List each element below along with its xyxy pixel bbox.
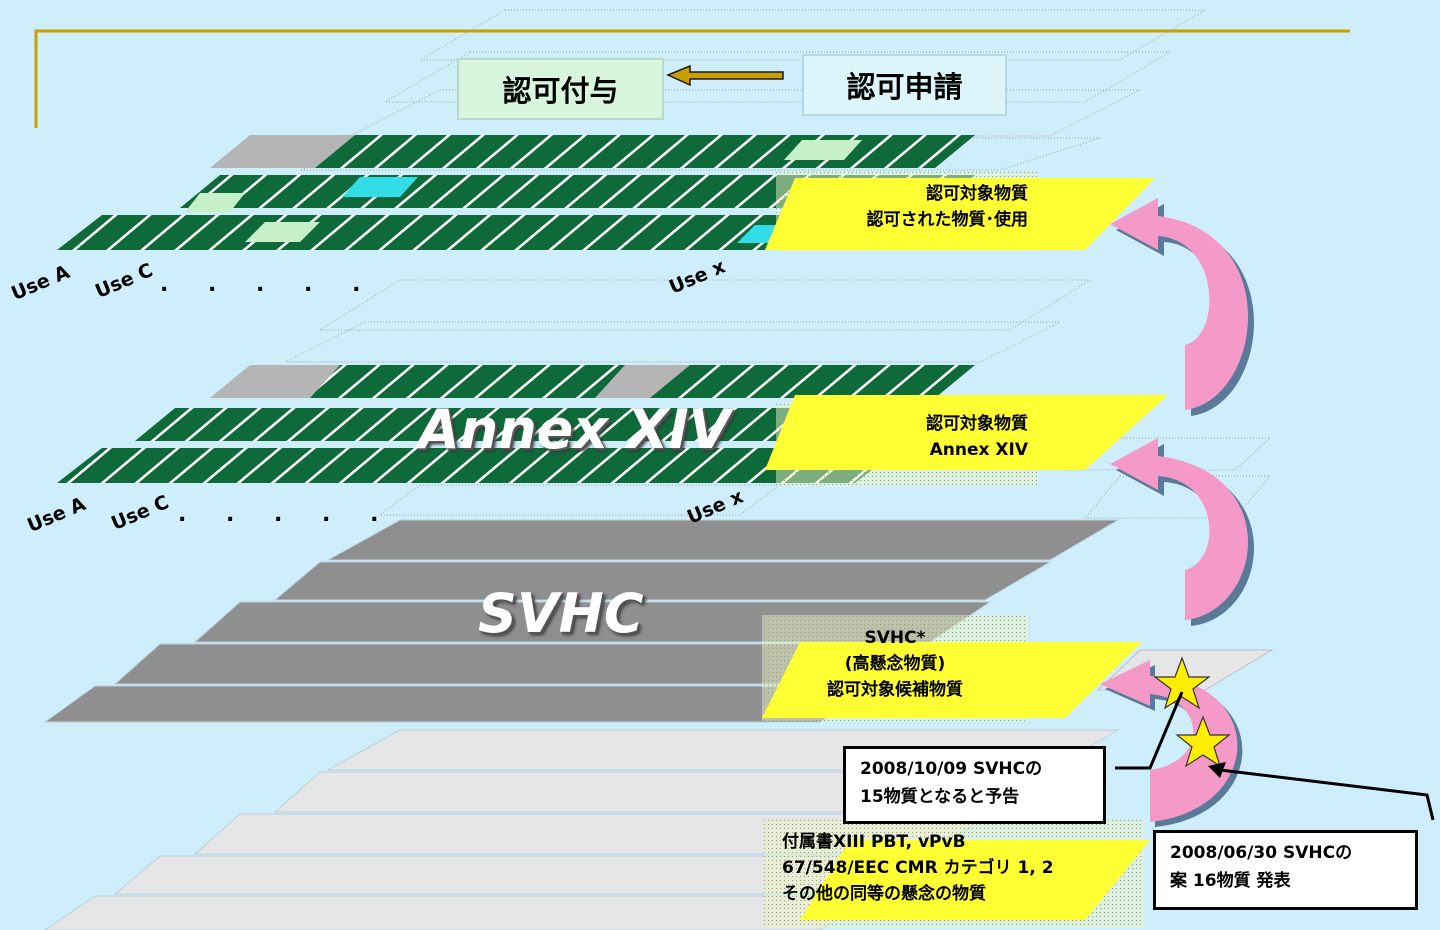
svhc-label-line3: 認可対象候補物質 bbox=[827, 680, 963, 700]
authorized-strips bbox=[57, 135, 975, 250]
authorized-label-line2: 認可された物質･使用 bbox=[866, 210, 1029, 230]
apply-box: 認可申請 bbox=[802, 54, 1007, 116]
note-2008-06-30: 2008/06/30 SVHCの 案 16物質 発表 bbox=[1153, 830, 1418, 910]
cycle-arrows bbox=[1100, 198, 1255, 827]
authorized-green-strip-1 bbox=[315, 135, 975, 168]
flow-arrow bbox=[666, 64, 784, 87]
note-2008-06-line2: 案 16物質 発表 bbox=[1170, 871, 1291, 891]
apply-label: 認可申請 bbox=[846, 70, 963, 104]
annex-label-line1: 認可対象物質 bbox=[926, 414, 1028, 434]
svhc-label: SVHC* (高懸念物質) 認可対象候補物質 bbox=[775, 625, 1015, 703]
authorized-label: 認可対象物質 認可された物質･使用 bbox=[867, 181, 1029, 233]
star-icon bbox=[1175, 715, 1231, 768]
annex-yellow-label bbox=[765, 395, 1168, 470]
note-2008-10-line1: 2008/10/09 SVHCの bbox=[860, 759, 1043, 779]
grant-label: 認可付与 bbox=[502, 74, 619, 108]
stars bbox=[1153, 656, 1231, 768]
ellipsis-top: . . . . . bbox=[160, 272, 377, 297]
svhc-title: SVHC bbox=[478, 582, 644, 645]
base-label-line2: 67/548/EEC CMR カテゴリ 1, 2 bbox=[782, 858, 1054, 878]
base-yellow-label bbox=[800, 840, 1150, 920]
svhc-yellow-label bbox=[762, 642, 1142, 718]
note-2008-06-line1: 2008/06/30 SVHCの bbox=[1170, 843, 1353, 863]
callout-lines bbox=[1115, 691, 1435, 821]
base-label-line3: その他の同等の懸念の物質 bbox=[782, 884, 986, 904]
annex-label: 認可対象物質 Annex XIV bbox=[926, 411, 1028, 463]
note-2008-10-line2: 15物質となると予告 bbox=[860, 787, 1020, 807]
grant-box: 認可付与 bbox=[457, 58, 664, 120]
authorized-light-cell bbox=[784, 140, 862, 160]
star-icon bbox=[1153, 656, 1211, 710]
svhc-label-line1: SVHC* bbox=[864, 628, 926, 648]
note-2008-10-09: 2008/10/09 SVHCの 15物質となると予告 bbox=[843, 746, 1106, 824]
base-label-line1: 付属書XIII PBT, vPvB bbox=[782, 832, 966, 852]
callout-arrowhead bbox=[1208, 762, 1226, 778]
authorized-light-cell-2 bbox=[185, 193, 245, 212]
annex-strips bbox=[57, 365, 975, 483]
authorized-cyan-cell bbox=[342, 177, 418, 197]
authorized-label-line1: 認可対象物質 bbox=[926, 184, 1028, 204]
ellipsis-mid: . . . . . bbox=[178, 502, 395, 527]
base-label: 付属書XIII PBT, vPvB 67/548/EEC CMR カテゴリ 1,… bbox=[782, 829, 1054, 907]
authorized-yellow-label bbox=[765, 178, 1155, 250]
annex-label-line2: Annex XIV bbox=[929, 440, 1028, 460]
svhc-label-line2: (高懸念物質) bbox=[844, 654, 946, 674]
header-line bbox=[34, 29, 1350, 128]
annex-title: Annex XIV bbox=[418, 398, 731, 461]
authorized-light-cell-3 bbox=[245, 222, 320, 242]
